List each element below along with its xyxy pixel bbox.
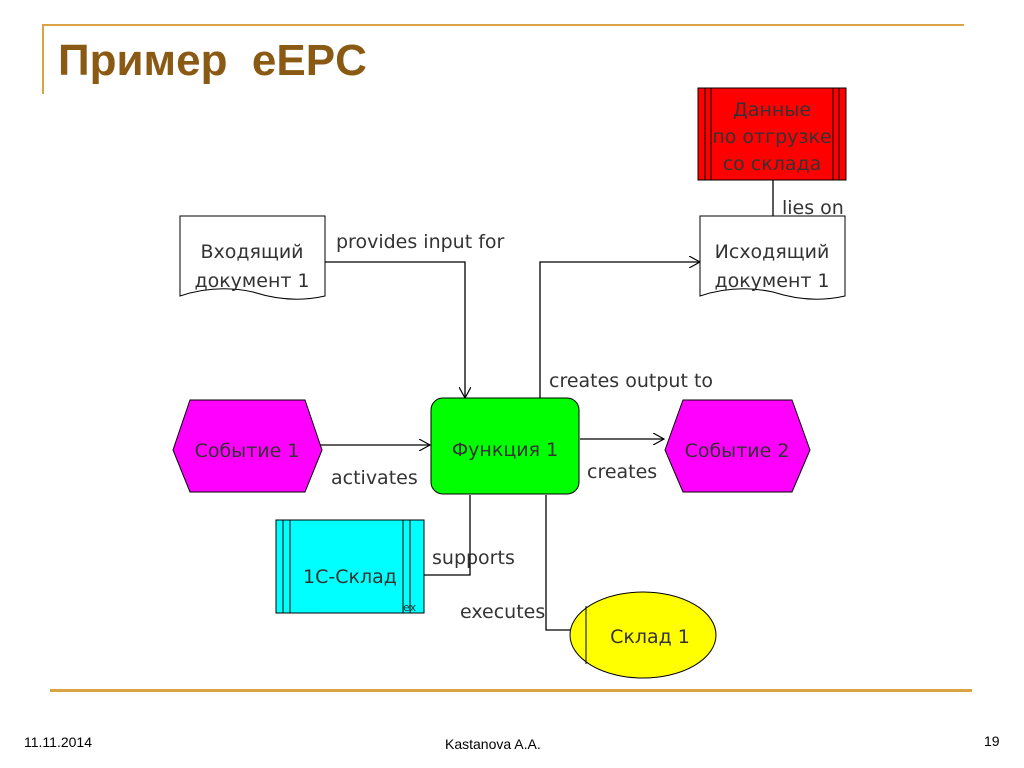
output-document-node: Исходящий документ 1	[699, 215, 846, 300]
footer-page-number: 19	[984, 733, 1000, 749]
input-document-line-1: Входящий	[200, 241, 303, 263]
footer-author: Kastanova A.A.	[445, 736, 541, 752]
org-unit-label: Склад 1	[610, 626, 690, 648]
label-creates-output: creates output to	[549, 370, 713, 392]
data-node-line-3: со склада	[723, 153, 822, 175]
output-document-line-1: Исходящий	[715, 241, 830, 263]
top-rule	[42, 24, 964, 26]
footer-date: 11.11.2014	[24, 734, 92, 750]
output-document-line-2: документ 1	[714, 270, 829, 292]
slide-title: Пример eEPC	[58, 36, 367, 85]
label-supports: supports	[432, 547, 515, 569]
event-1-label: Событие 1	[195, 440, 300, 462]
function-1-node: Функция 1	[430, 397, 580, 495]
edge-provides-input	[325, 261, 465, 398]
input-document-node: Входящий документ 1	[179, 215, 326, 300]
edge-executes	[545, 495, 573, 631]
event-1-node: Событие 1	[172, 399, 323, 493]
data-node-line-2: по отгрузке	[712, 126, 831, 148]
label-executes: executes	[460, 601, 545, 623]
bottom-rule	[50, 689, 972, 692]
data-node-line-1: Данные	[733, 99, 811, 121]
system-tag: ex	[403, 601, 417, 614]
label-activates: activates	[331, 467, 418, 489]
function-1-label: Функция 1	[452, 439, 558, 461]
input-document-line-2: документ 1	[194, 270, 309, 292]
edge-creates-output	[539, 262, 700, 398]
left-rule	[42, 24, 44, 94]
event-2-label: Событие 2	[685, 440, 790, 462]
label-creates: creates	[587, 461, 657, 483]
org-unit-node: Склад 1	[569, 591, 717, 679]
event-2-node: Событие 2	[664, 399, 811, 493]
label-provides-input: provides input for	[336, 231, 505, 253]
system-node: 1С-Склад ex	[275, 519, 425, 614]
label-lies-on: lies on	[782, 197, 844, 219]
system-label: 1С-Склад	[303, 566, 397, 588]
edge-supports	[423, 495, 471, 576]
data-node: Данные по отгрузке со склада	[697, 87, 847, 181]
